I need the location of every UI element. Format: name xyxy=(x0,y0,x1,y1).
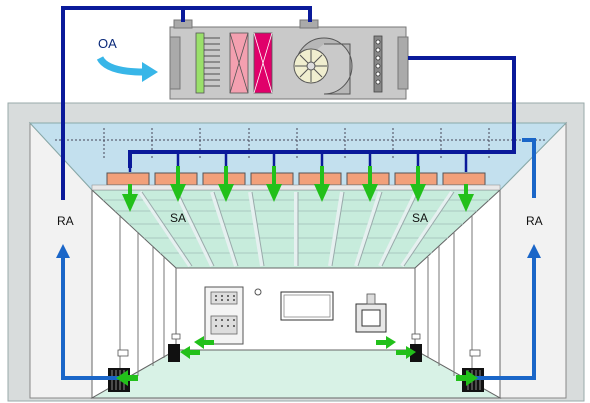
ceiling-light-edges xyxy=(141,191,455,267)
return-air-label-right: RA xyxy=(526,214,543,228)
return-air-arrow-left xyxy=(56,244,70,258)
exhaust-air-arrows xyxy=(116,336,478,386)
pre-filter-icon xyxy=(229,32,249,94)
heat-exchange-coil-icon xyxy=(195,32,220,94)
return-air-path xyxy=(61,138,536,380)
outdoor-air-label: OA xyxy=(98,36,117,51)
pass-box xyxy=(355,293,387,333)
outdoor-air-arrow-head xyxy=(142,62,158,82)
supply-air-label-left: SA xyxy=(170,211,187,225)
ceiling-light-strips xyxy=(138,190,454,268)
wall-clock-icon xyxy=(254,288,262,296)
outdoor-air-arrow xyxy=(96,55,145,76)
air-handling-unit xyxy=(169,19,409,100)
ceiling-structure-dots xyxy=(55,128,545,160)
outlet-damper-icon xyxy=(373,35,383,93)
medium-filter-icon xyxy=(253,32,273,94)
filter-frame xyxy=(91,184,501,191)
supply-air-label-right: SA xyxy=(412,211,429,225)
back-wall-window xyxy=(280,291,334,321)
centrifugal-fan-icon xyxy=(293,37,353,95)
supply-air-arrows xyxy=(122,166,474,212)
return-air-arrow-right xyxy=(527,244,541,258)
back-wall-door xyxy=(204,286,244,345)
wall-outlets xyxy=(117,333,481,357)
wall-perspective-lines xyxy=(119,215,473,386)
return-air-label-left: RA xyxy=(57,214,74,228)
